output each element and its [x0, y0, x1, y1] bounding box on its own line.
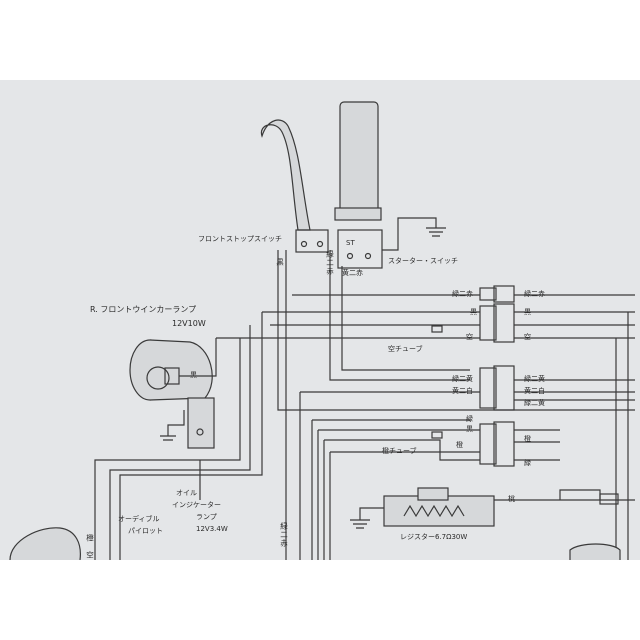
wire-code-green-red-left: 緑二赤: [452, 290, 473, 298]
orange-tube-label: 橙チューブ: [382, 447, 417, 455]
wire-code-green-red-bottom: 緑二赤: [279, 522, 289, 548]
brake-lever: [260, 119, 311, 231]
resistor: [350, 487, 635, 529]
wire-code-yellow-white-right: 黄二白: [524, 387, 545, 395]
wire-code-sky-right: 空: [524, 333, 531, 341]
front-winker-lamp: [129, 339, 215, 449]
resistor-label: レジスター6.7Ω30W: [400, 533, 468, 541]
oil-indicator-lamp-line1: オイル: [176, 489, 197, 497]
audible-pilot: [9, 527, 81, 560]
st-mark-label: ST: [346, 239, 355, 247]
sky-tube-label: 空チューブ: [388, 345, 423, 353]
audible-pilot-line2: パイロット: [128, 527, 163, 535]
wire-code-black-vertical: 黒: [275, 258, 285, 267]
wire-code-orange-right: 橙: [524, 435, 531, 443]
wiring-diagram: [9, 101, 635, 560]
oil-indicator-lamp-line3: ランプ: [196, 513, 217, 521]
wire-code-black-lamp: 黒: [190, 371, 197, 379]
wire-code-yellow-white-left: 黄二白: [452, 387, 473, 395]
wiring-diagram-sheet: フロントストップスイッチ ST スターター・スイッチ R. フロントウインカーラ…: [0, 80, 640, 560]
wire-code-orange-sky-bottom: 橙 空: [85, 534, 95, 560]
wire-code-green-left: 緑: [466, 415, 473, 423]
wire-code-black-lower: 黒: [466, 425, 473, 433]
handlebar-grip: [334, 101, 382, 221]
front-stop-switch-box: [295, 229, 329, 253]
wire-code-green-yellow-left: 緑二黄: [452, 375, 473, 383]
wire-code-yellow-red-top: 黄二赤: [342, 269, 363, 277]
wire-code-peach: 桃: [508, 495, 515, 503]
wire-code-black-right: 黒: [524, 308, 531, 316]
starter-switch-label: スターター・スイッチ: [388, 257, 458, 265]
front-stop-switch-label: フロントストップスイッチ: [198, 235, 282, 243]
oil-indicator-lamp-rating: 12V3.4W: [196, 525, 228, 533]
wire-code-green-red-vertical: 緑二赤: [325, 250, 335, 276]
wire-code-black-left: 黒: [470, 308, 477, 316]
wire-code-green-yellow-lower: 緑二黄: [524, 399, 545, 407]
ground-symbol-top: [382, 217, 446, 251]
wire-code-green-red-right: 緑二赤: [524, 290, 545, 298]
connector-block: [479, 285, 515, 467]
winker-lamp-rating-label: 12V10W: [172, 319, 206, 328]
wire-code-orange-left: 橙: [456, 441, 463, 449]
wire-code-sky-left: 空: [466, 333, 473, 341]
wire-code-green-yellow-right: 緑二黄: [524, 375, 545, 383]
oil-indicator-lamp-line2: インジケーター: [172, 501, 221, 509]
r-front-winker-lamp-label: R. フロントウインカーランプ: [90, 305, 197, 314]
audible-pilot-line1: オーディブル: [118, 515, 160, 523]
wire-code-green-lower-right: 緑: [524, 459, 531, 467]
starter-switch-box: [337, 229, 383, 269]
